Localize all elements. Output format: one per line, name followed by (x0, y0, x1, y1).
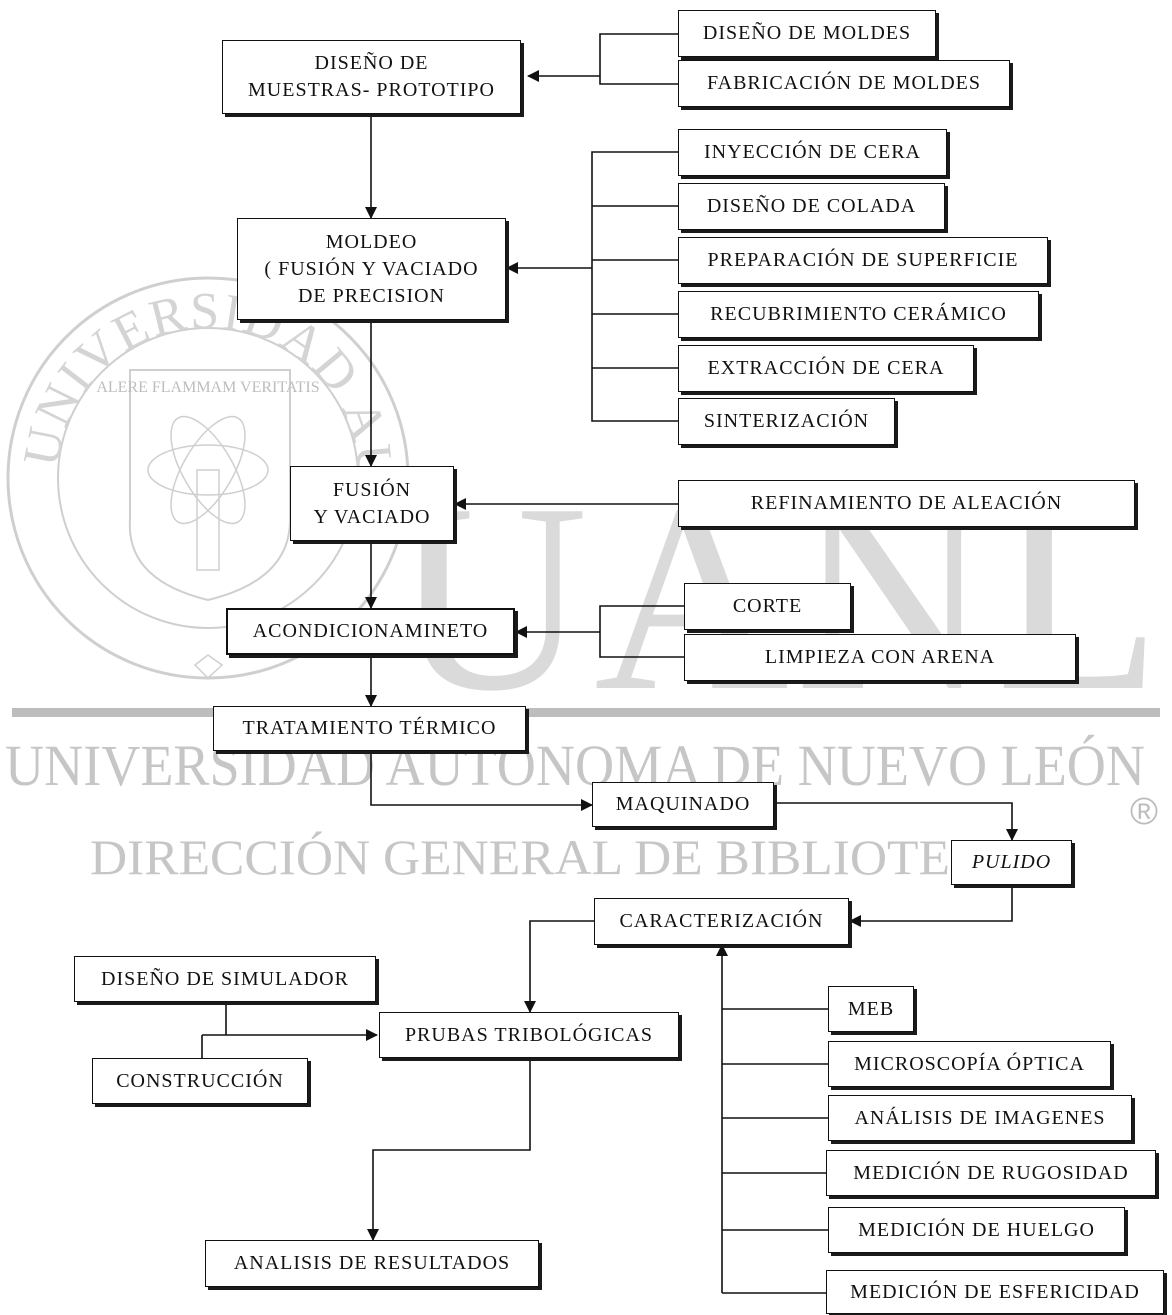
bracket-corte-limpieza (599, 605, 684, 658)
node-label: MEB (847, 997, 895, 1020)
node-construccion: CONSTRUCCIÓN (92, 1058, 308, 1104)
watermark-direction: DIRECCIÓN GENERAL DE BIBLIOTECAS (90, 829, 1050, 885)
node-label: DISEÑO DE MOLDES (702, 22, 912, 44)
node-label: CONSTRUCCIÓN (116, 1069, 284, 1092)
node-maquinado: MAQUINADO (592, 782, 774, 827)
node-recubrimiento-ceramico: RECUBRIMIENTO CERÁMICO (678, 291, 1039, 338)
arrow-tratamiento-to-maquinado (370, 751, 593, 811)
node-pulido: PULIDO (951, 840, 1072, 885)
node-medicion-huelgo: MEDICIÓN DE HUELGO (828, 1207, 1125, 1253)
node-label: SINTERIZACIÓN (703, 410, 870, 432)
bracket-moldeo-steps (591, 151, 678, 422)
node-label: MEDICIÓN DE HUELGO (858, 1218, 1095, 1241)
node-label: RECUBRIMIENTO CERÁMICO (710, 303, 1007, 325)
node-label: FUSIÓN Y VACIADO (313, 478, 431, 528)
node-caracterizacion: CARACTERIZACIÓN (594, 898, 849, 945)
node-moldeo: MOLDEO ( FUSIÓN Y VACIADO DE PRECISION (237, 218, 506, 320)
node-limpieza-arena: LIMPIEZA CON ARENA (684, 634, 1076, 681)
node-meb: MEB (828, 986, 914, 1032)
node-fabricacion-moldes: FABRICACIÓN DE MOLDES (678, 60, 1010, 107)
node-microscopia-optica: MICROSCOPÍA ÓPTICA (828, 1041, 1111, 1087)
node-diseno-moldes: DISEÑO DE MOLDES (678, 10, 936, 57)
watermark-registered: ® (1130, 791, 1158, 833)
node-extraccion-cera: EXTRACCIÓN DE CERA (678, 345, 974, 392)
bracket-moldes (599, 33, 678, 85)
watermark-rule (12, 708, 1160, 717)
node-pruebas-tribologicas: PRUBAS TRIBOLÓGICAS (379, 1012, 679, 1058)
node-label: TRATAMIENTO TÉRMICO (242, 717, 497, 739)
node-label: DISEÑO DE SIMULADOR (101, 967, 349, 990)
node-diseno-simulador: DISEÑO DE SIMULADOR (74, 956, 376, 1002)
node-fusion-vaciado: FUSIÓN Y VACIADO (290, 466, 454, 541)
arrow-pruebas-to-analisis (367, 1058, 531, 1241)
node-medicion-rugosidad: MEDICIÓN DE RUGOSIDAD (826, 1150, 1156, 1196)
node-medicion-esfericidad: MEDICIÓN DE ESFERICIDAD (826, 1270, 1164, 1314)
node-label: ANALISIS DE RESULTADOS (233, 1252, 511, 1274)
node-label: MOLDEO ( FUSIÓN Y VACIADO DE PRECISION (264, 230, 479, 307)
node-label: PRUBAS TRIBOLÓGICAS (404, 1023, 654, 1046)
node-tratamiento-termico: TRATAMIENTO TÉRMICO (213, 706, 526, 751)
node-label: FABRICACIÓN DE MOLDES (707, 72, 981, 94)
node-label: CORTE (732, 595, 803, 617)
node-refinamiento-aleacion: REFINAMIENTO DE ALEACIÓN (678, 480, 1135, 527)
node-label: MEDICIÓN DE RUGOSIDAD (853, 1161, 1129, 1184)
node-diseno-muestras: DISEÑO DE MUESTRAS- PROTOTIPO (222, 40, 521, 114)
arrow-maquinado-to-pulido (774, 802, 1018, 841)
node-inyeccion-cera: INYECCIÓN DE CERA (678, 129, 947, 176)
node-label: MEDICIÓN DE ESFERICIDAD (850, 1280, 1140, 1303)
node-sinterizacion: SINTERIZACIÓN (678, 398, 895, 445)
node-label: PULIDO (971, 851, 1052, 873)
node-diseno-colada: DISEÑO DE COLADA (678, 183, 945, 230)
arrow-pulido-to-caracterizacion (849, 885, 1013, 927)
node-label: DISEÑO DE COLADA (706, 195, 917, 217)
node-label: INYECCIÓN DE CERA (704, 141, 921, 163)
node-analisis-imagenes: ANÁLISIS DE IMAGENES (828, 1095, 1132, 1141)
node-acondicionamiento: ACONDICIONAMINETO (226, 608, 515, 655)
node-label: PREPARACIÓN DE SUPERFICIE (707, 249, 1019, 271)
node-label: LIMPIEZA CON ARENA (764, 646, 996, 668)
watermark-university: UNIVERSIDAD AUTÓNOMA DE NUEVO LEÓN (5, 733, 1145, 798)
arrow-caracterizacion-to-pruebas (524, 920, 594, 1013)
node-label: DISEÑO DE MUESTRAS- PROTOTIPO (248, 52, 495, 101)
node-label: REFINAMIENTO DE ALEACIÓN (750, 492, 1063, 514)
node-label: MAQUINADO (615, 793, 751, 815)
node-corte: CORTE (684, 583, 851, 630)
node-label: ACONDICIONAMINETO (252, 620, 489, 642)
node-label: MICROSCOPÍA ÓPTICA (854, 1052, 1085, 1075)
node-label: ANÁLISIS DE IMAGENES (854, 1106, 1106, 1129)
node-label: EXTRACCIÓN DE CERA (707, 357, 945, 379)
node-preparacion-superficie: PREPARACIÓN DE SUPERFICIE (678, 237, 1048, 284)
node-analisis-resultados: ANALISIS DE RESULTADOS (205, 1240, 539, 1287)
node-label: CARACTERIZACIÓN (619, 910, 824, 932)
seal-motto: ALERE FLAMMAM VERITATIS (96, 379, 319, 396)
